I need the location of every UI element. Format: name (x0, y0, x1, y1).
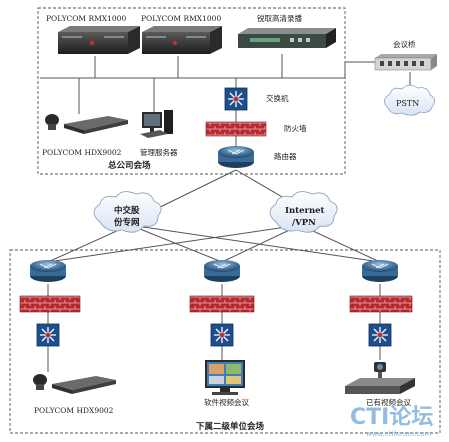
software-video-conference (205, 360, 245, 395)
watermark-url: www.ctiforum.com (366, 430, 432, 438)
ctiforum-watermark: CTI论坛 www.ctiforum.com (350, 404, 433, 438)
conference-bridge (374, 54, 437, 71)
branch-site-label: 下属二级单位会场 (196, 421, 265, 432)
hq-site-boundary (37, 7, 346, 175)
mcu-left-label: POLYCOM RMX1000 (46, 14, 126, 23)
hq-site-label: 总公司会场 (108, 160, 151, 171)
bridge-label: 会议桥 (393, 39, 416, 49)
hq-switch (224, 87, 248, 111)
branch-site-boundary (9, 249, 441, 434)
internet-cloud (269, 191, 338, 233)
hdx-branch-label: POLYCOM HDX9002 (34, 406, 114, 415)
branch-firewall-left (19, 295, 81, 313)
hdx-hq-label: POLYCOM HDX9002 (42, 148, 122, 157)
mcu-left (58, 26, 140, 54)
private-network-cloud (93, 191, 162, 233)
internet-label-line1: Internet (285, 206, 325, 216)
firewall-label: 防火墙 (284, 123, 307, 133)
internet-label-line2: /VPN (292, 218, 316, 228)
branch-switch-middle (210, 323, 234, 347)
private-net-label-line1: 中交股 (114, 205, 140, 216)
server-label: 管理服务器 (140, 147, 178, 157)
branch-firewall-middle (189, 295, 255, 313)
branch-switch-left (36, 323, 60, 347)
hq-firewall (205, 121, 267, 137)
branch-router-left (30, 260, 66, 282)
private-net-label-line2: 份专网 (114, 217, 140, 228)
mcu-right-label: POLYCOM RMX1000 (141, 14, 221, 23)
wan-links (47, 169, 381, 372)
pstn-cloud (384, 84, 435, 116)
branch-router-right (362, 260, 398, 282)
branch-switch-right (368, 323, 392, 347)
hq-router (218, 146, 254, 168)
branch-router-middle (204, 260, 240, 282)
branch-firewall-right (349, 295, 413, 313)
hdx-terminal-branch (33, 374, 116, 394)
hdx-terminal-hq (45, 114, 128, 134)
software-vc-label: 软件视频会议 (204, 397, 249, 407)
watermark-logo: CTI论坛 (350, 404, 433, 430)
mcu-right (142, 26, 222, 54)
switch-label: 交换机 (266, 93, 289, 103)
existing-video-conference (345, 362, 415, 394)
management-server (140, 110, 173, 138)
router-label: 路由器 (274, 151, 297, 161)
pstn-label: PSTN (396, 99, 419, 108)
hd-recorder (238, 28, 336, 48)
existing-vc-label: 已有视频会议 (366, 397, 411, 407)
recorder-label: 锐取高清录播 (257, 13, 302, 23)
